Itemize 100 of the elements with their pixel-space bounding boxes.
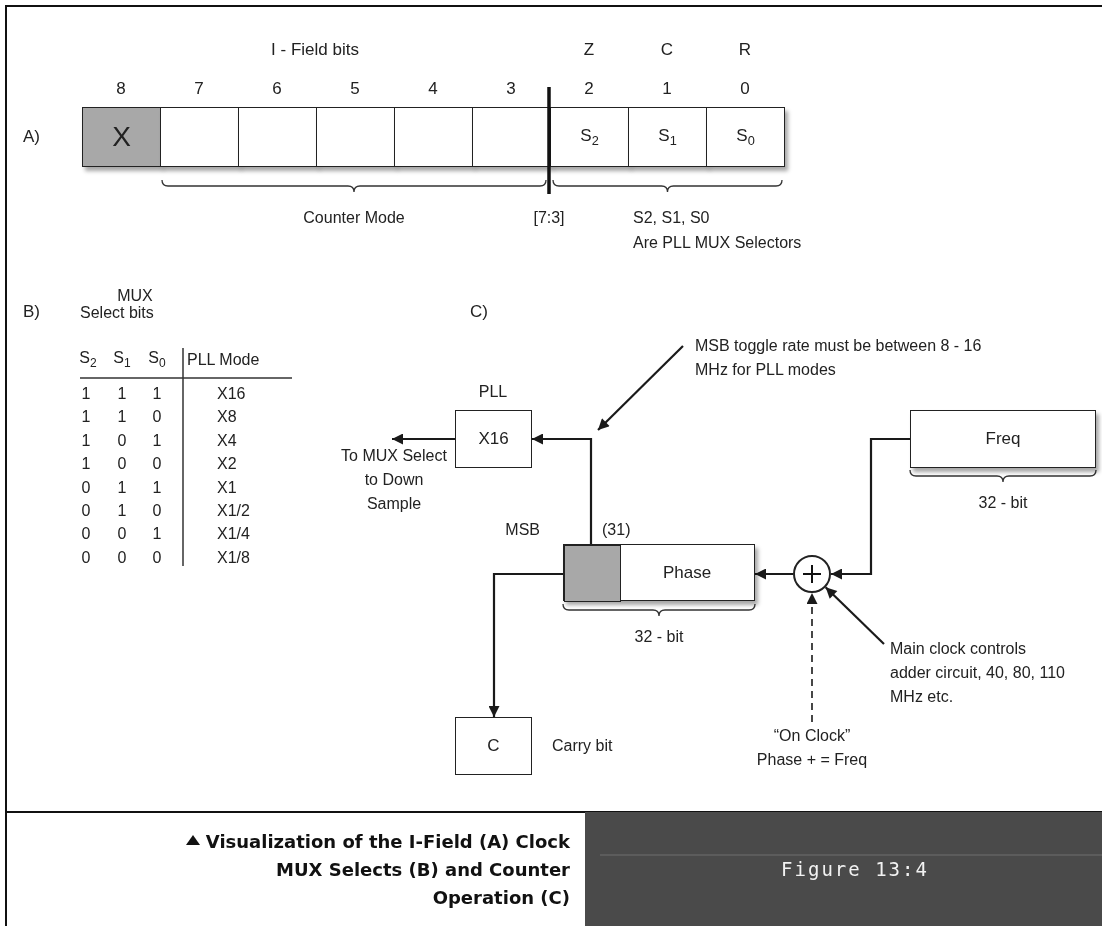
label-text: (31) [602,520,631,540]
label-text: [7:3] [533,208,565,228]
note-text: MSB toggle rate must be between 8 - 16 MHz for PLL modes [695,334,987,382]
bit-number: 8 [116,79,126,99]
bit-number: 2 [584,79,594,99]
table-text: 1 [152,525,162,544]
table-text: 0 [152,548,162,567]
label-text: 32 - bit [634,627,684,647]
block-label: C [487,736,500,756]
table-text: 1 [152,431,162,450]
msb-cell [564,545,621,602]
annotation-text: Carry bit [552,736,613,756]
label-text: I - Field bits [271,40,359,60]
block-label: S$_{1}$ [658,125,677,149]
annotation-text: PLL [478,382,508,402]
label-text: MUX [117,286,153,306]
frequency-register [910,410,1096,468]
dashed-arrow [806,592,818,723]
table-text: 1 [81,431,91,450]
arrow [532,433,593,544]
register-bit-cell [706,107,785,167]
table-text: 0 [117,455,127,474]
table-text: 1 [117,478,127,497]
table-text: X4 [217,431,237,450]
table-text: 0 [81,548,91,567]
carry-bit-box [455,717,532,775]
table-text: 1 [117,408,127,427]
table-text: S$_{2}$ [79,349,97,371]
register-bit-cell [316,107,395,167]
panel-letter: A) [23,127,40,147]
table-text: 0 [152,501,162,521]
table-text: 1 [81,408,91,427]
block-label: Phase [662,562,712,583]
register-bit-cell [238,107,317,167]
note-text: “On Clock” Phase + = Freq [752,724,872,772]
block-label: X16 [478,429,509,449]
panel-letter: B) [23,302,40,322]
register-bit-cell [550,107,629,167]
table-text: X1/2 [217,501,250,521]
table-text: 0 [117,548,127,567]
register-bit-cell [628,107,707,167]
block-label: Freq [985,429,1021,449]
bit-number: 1 [662,79,672,99]
label-text: MSB [505,520,540,540]
bit-number: 0 [740,79,750,99]
panel-letter: C) [470,302,488,322]
table-text: X16 [217,384,246,404]
register-bit-cell [160,107,239,167]
table-text: X8 [217,408,237,427]
table-text: 1 [81,455,91,474]
table-text: S$_{1}$ [113,349,131,371]
note-text: To MUX Select to Down Sample [340,444,448,516]
table-text: 0 [117,431,127,450]
bit-number: 7 [194,79,204,99]
table-text: 0 [81,501,91,521]
block-label: X [112,121,131,153]
table-text: X1/8 [217,548,250,567]
table-text: X1 [217,478,237,497]
table-text: 1 [152,384,162,404]
figure-number: Figure 13:4 [781,859,929,881]
bit-number: 3 [506,79,516,99]
table-text: 0 [152,408,162,427]
label-text: 32 - bit [978,493,1028,513]
table-text: 0 [152,455,162,474]
table-text: X1/4 [217,525,250,544]
arrow [392,433,455,445]
bit-number: 6 [272,79,282,99]
table-text: X2 [217,455,237,474]
arrow [831,437,910,580]
adder-circle [793,555,831,593]
register-bit-cell [82,107,161,167]
table-text: 0 [81,525,91,544]
label-text: Z [583,40,595,60]
table-text: 1 [117,501,127,521]
bit-number: 5 [350,79,360,99]
label-text: Select bits [80,303,154,323]
table-text: S$_{0}$ [148,349,166,371]
table-text: 1 [81,384,91,404]
table-text: 0 [81,478,91,497]
block-label: S$_{0}$ [736,125,755,149]
label-text: Are PLL MUX Selectors [633,233,802,253]
label-text: S2, S1, S0 [633,208,710,228]
phase-register [563,544,755,601]
table-text: 1 [152,478,162,497]
pll-block [455,410,532,468]
label-text: Counter Mode [303,208,405,228]
table-text: 1 [117,384,127,404]
arrow [488,572,563,717]
arrow [597,345,684,431]
arrow [755,568,793,580]
label-text: R [738,40,752,60]
label-text: C [660,40,674,60]
table-text: 0 [117,525,127,544]
bit-number: 4 [428,79,438,99]
register-bit-cell [394,107,473,167]
arrow [824,586,885,645]
caption-text: Visualization of the I-Field (A) Clock MUX Selects (B) and Counter Operation (C) [204,830,570,910]
note-text: Main clock controls adder circuit, 40, 80, 110 MHz etc. [890,637,1068,709]
block-label: S$_{2}$ [580,125,599,149]
table-text: PLL Mode [187,350,260,370]
